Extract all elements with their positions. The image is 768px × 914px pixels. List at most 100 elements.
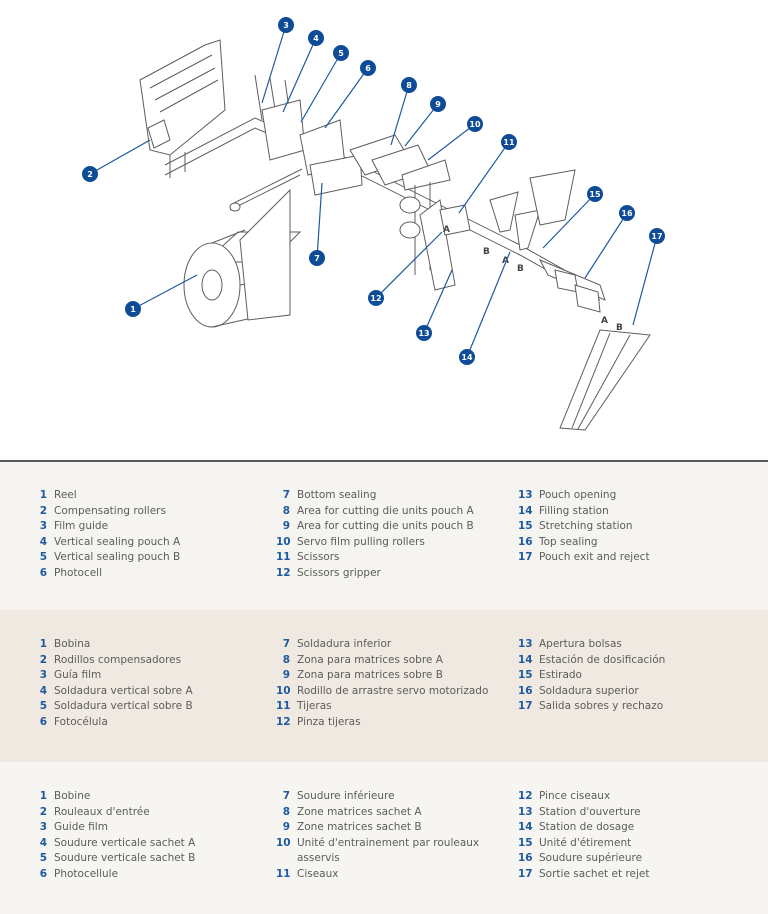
- svg-text:8: 8: [406, 81, 412, 90]
- callout-17: 17: [649, 228, 665, 244]
- pouch-mark: A: [443, 225, 450, 235]
- callout-12: 12: [368, 290, 384, 306]
- callout-13: 13: [416, 325, 432, 341]
- svg-text:15: 15: [589, 190, 601, 199]
- pouch-mark: B: [517, 264, 524, 274]
- callout-9: 9: [430, 96, 446, 112]
- svg-text:6: 6: [365, 64, 371, 73]
- callout-3: 3: [278, 17, 294, 33]
- reel-drawing: [183, 188, 302, 328]
- svg-text:3: 3: [283, 21, 289, 30]
- machine-drawing: [139, 39, 651, 431]
- callout-15: 15: [587, 186, 603, 202]
- svg-text:9: 9: [435, 100, 441, 109]
- callout-5: 5: [333, 45, 349, 61]
- section-divider: [0, 460, 768, 462]
- callout-10: 10: [467, 116, 483, 132]
- pouch-mark: B: [483, 247, 490, 257]
- callouts: 1 2 3 4 5 6 7 8 9 10 11 12 13 14 15 16 1…: [82, 17, 665, 365]
- callout-11: 11: [501, 134, 517, 150]
- callout-4: 4: [308, 30, 324, 46]
- svg-text:14: 14: [461, 353, 473, 362]
- svg-text:12: 12: [370, 294, 381, 303]
- svg-text:5: 5: [338, 49, 344, 58]
- pouch-mark: A: [502, 256, 509, 266]
- svg-text:11: 11: [503, 138, 515, 147]
- pouch-marks: A B A B A B: [443, 225, 623, 333]
- svg-text:1: 1: [130, 305, 136, 314]
- svg-text:2: 2: [87, 170, 93, 179]
- svg-text:10: 10: [469, 120, 481, 129]
- svg-text:17: 17: [651, 232, 662, 241]
- svg-text:7: 7: [314, 254, 320, 263]
- svg-text:16: 16: [621, 209, 633, 218]
- callout-7: 7: [309, 250, 325, 266]
- svg-text:4: 4: [313, 34, 319, 43]
- leader-lines: [89, 24, 658, 358]
- pouch-mark: B: [616, 323, 623, 333]
- callout-16: 16: [619, 205, 635, 221]
- svg-text:13: 13: [418, 329, 429, 338]
- callout-14: 14: [459, 349, 475, 365]
- callout-1: 1: [125, 301, 141, 317]
- frame-drawing: [139, 39, 651, 431]
- callout-6: 6: [360, 60, 376, 76]
